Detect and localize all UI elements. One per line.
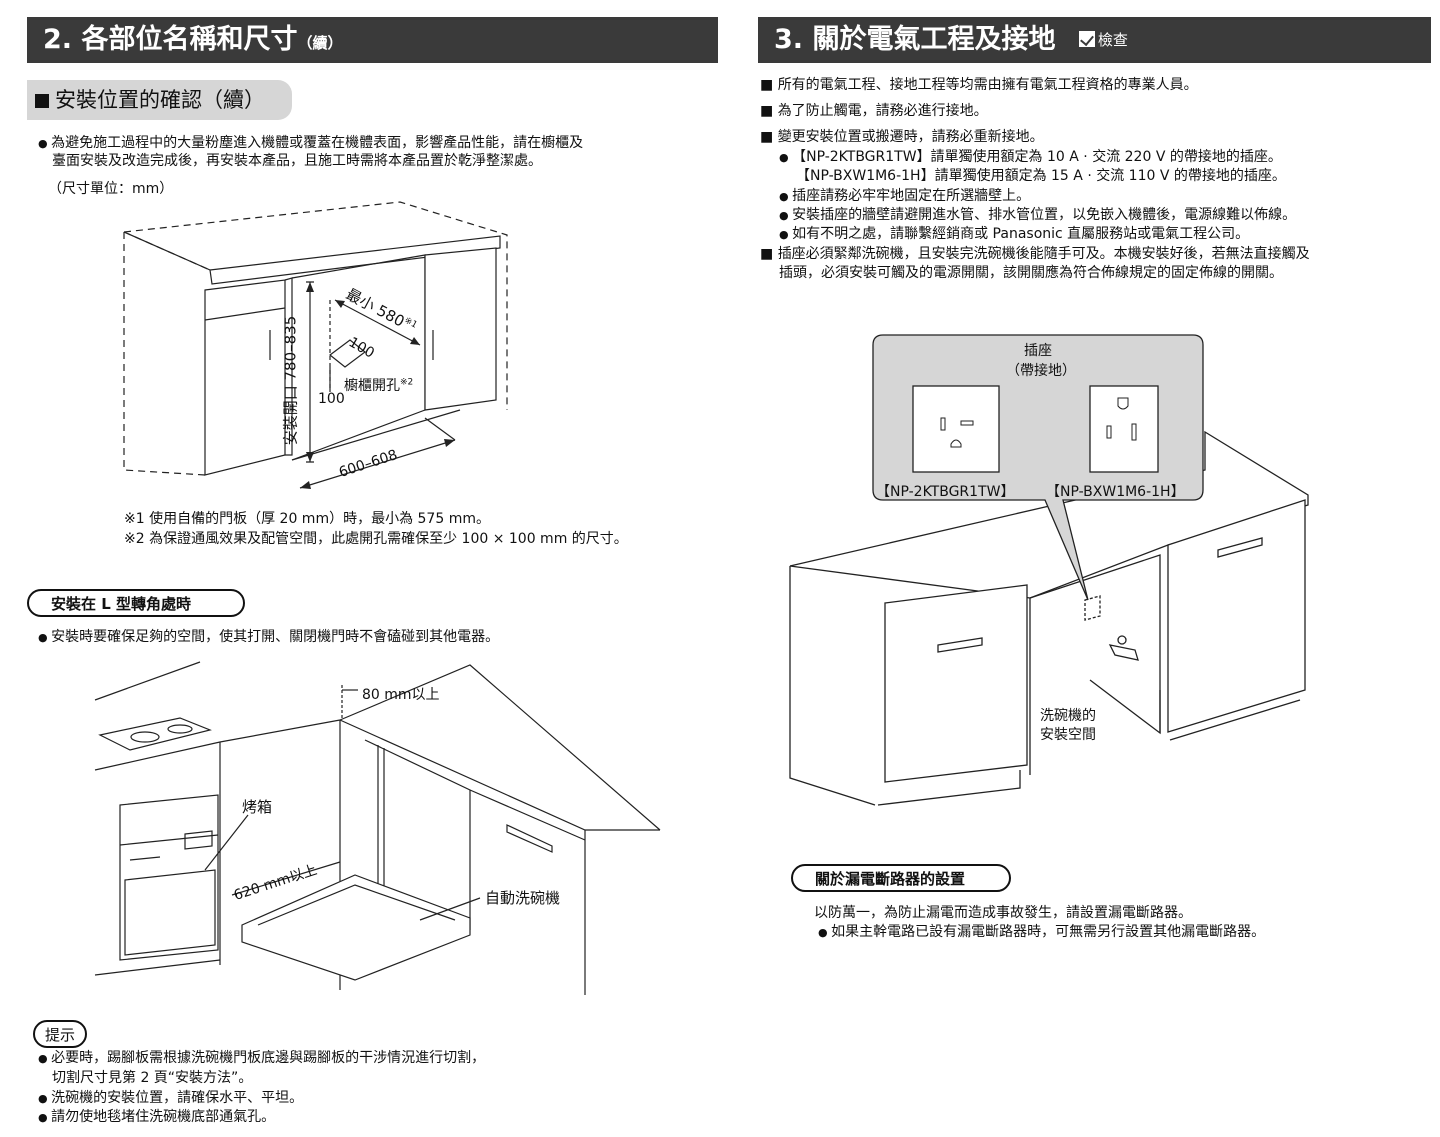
footnote-2: ※2 為保證通風效果及配管空間，此處開孔需確保至少 100 × 100 mm 的… (124, 531, 628, 547)
subheading-install-position: 安裝位置的確認（續） (27, 80, 292, 120)
install-space-line-1: 洗碗機的 (1040, 708, 1096, 724)
check-badge: 檢查 (1078, 17, 1128, 63)
sub-3: 安裝插座的牆壁請避開進水管、排水管位置，以免嵌入機體後，電源線難以佈線。 (779, 206, 1296, 225)
section-header-left: 2. 各部位名稱和尺寸（續） (27, 17, 718, 63)
item-1: 所有的電氣工程、接地工程等均需由擁有電氣工程資格的專業人員。 (760, 76, 1198, 95)
sub-1b: 【NP-BXW1M6-1H】請單獨使用額定為 15 A · 交流 110 V 的… (796, 168, 1286, 184)
socket-subtitle: （帶接地） (1006, 363, 1076, 379)
dishwasher-label: 自動洗碗機 (485, 889, 561, 907)
hole-size-b-label: 100 (318, 391, 345, 407)
clearance-top-label: 80 mm以上 (362, 687, 440, 703)
l-corner-text: 安裝時要確保足夠的空間，使其打開、關閉機門時不會磕碰到其他電器。 (38, 628, 499, 647)
check-label: 檢查 (1097, 31, 1128, 49)
section-title-right: 3. 關於電氣工程及接地 (774, 24, 1056, 55)
sub-1: 【NP-2KTBGR1TW】請單獨使用額定為 10 A · 交流 220 V 的… (779, 148, 1282, 167)
sub-4: 如有不明之處，請聯繫經銷商或 Panasonic 直屬服務站或電氣工程公司。 (779, 225, 1249, 244)
intro-line-2: 臺面安裝及改造完成後，再安裝本產品，且施工時需將本產品置於乾淨整潔處。 (52, 153, 542, 169)
breaker-title: 關於漏電斷路器的設置 (791, 864, 1011, 892)
intro-line-1: 為避免施工過程中的大量粉塵進入機體或覆蓋在機體表面，影響產品性能，請在櫥櫃及 (38, 134, 583, 153)
cabinet-hole-text: 櫥櫃開孔 (344, 378, 400, 394)
tip-1-line-1: 必要時，踢腳板需根據洗碗機門板底邊與踢腳板的干涉情況進行切割， (38, 1049, 485, 1068)
note-ref-2: ※2 (400, 377, 414, 388)
breaker-text: 以防萬一，為防止漏電而造成事故發生，請設置漏電斷路器。 (814, 905, 1192, 921)
tip-2: 洗碗機的安裝位置，請確保水平、平坦。 (38, 1089, 303, 1108)
model-a-label: 【NP-2KTBGR1TW】 (876, 484, 1015, 500)
cabinet-hole-label: 櫥櫃開孔※2 (344, 375, 413, 395)
model-b-label: 【NP-BXW1M6-1H】 (1046, 484, 1185, 500)
section-title-left: 2. 各部位名稱和尺寸 (43, 24, 298, 55)
tip-3: 請勿使地毯堵住洗碗機底部通氣孔。 (38, 1108, 275, 1127)
footnote-1: ※1 使用自備的門板（厚 20 mm）時，最小為 575 mm。 (124, 511, 490, 527)
item-2: 為了防止觸電，請務必進行接地。 (760, 102, 988, 121)
socket-title: 插座 (1024, 343, 1052, 359)
item-4-line-1: 插座必須緊鄰洗碗機，且安裝完洗碗機後能隨手可及。本機安裝好後，若無法直接觸及 (760, 245, 1310, 264)
unit-note: （尺寸單位：mm） (48, 181, 174, 197)
sub-2: 插座請務必牢牢地固定在所選牆壁上。 (779, 187, 1030, 206)
tip-title: 提示 (33, 1020, 88, 1048)
section-header-right: 3. 關於電氣工程及接地 檢查 (758, 17, 1431, 63)
install-space-line-2: 安裝空間 (1040, 727, 1096, 743)
checkbox-icon (1078, 31, 1095, 47)
item-4-line-2: 插頭，必須安裝可觸及的電源開關，該開關應為符合佈線規定的固定佈線的開關。 (779, 265, 1283, 281)
square-bullet-icon (35, 94, 49, 108)
item-3: 變更安裝位置或搬遷時，請務必重新接地。 (760, 128, 1044, 147)
oven-label: 烤箱 (242, 798, 273, 816)
breaker-sub: 如果主幹電路已設有漏電斷路器時，可無需另行設置其他漏電斷路器。 (818, 923, 1265, 942)
l-corner-title: 安裝在 L 型轉角處時 (27, 589, 245, 617)
section-title-cont: （續） (297, 34, 343, 52)
subheading-text: 安裝位置的確認（續） (55, 88, 265, 112)
tip-1-line-2: 切割尺寸見第 2 頁“安裝方法”。 (52, 1070, 253, 1086)
